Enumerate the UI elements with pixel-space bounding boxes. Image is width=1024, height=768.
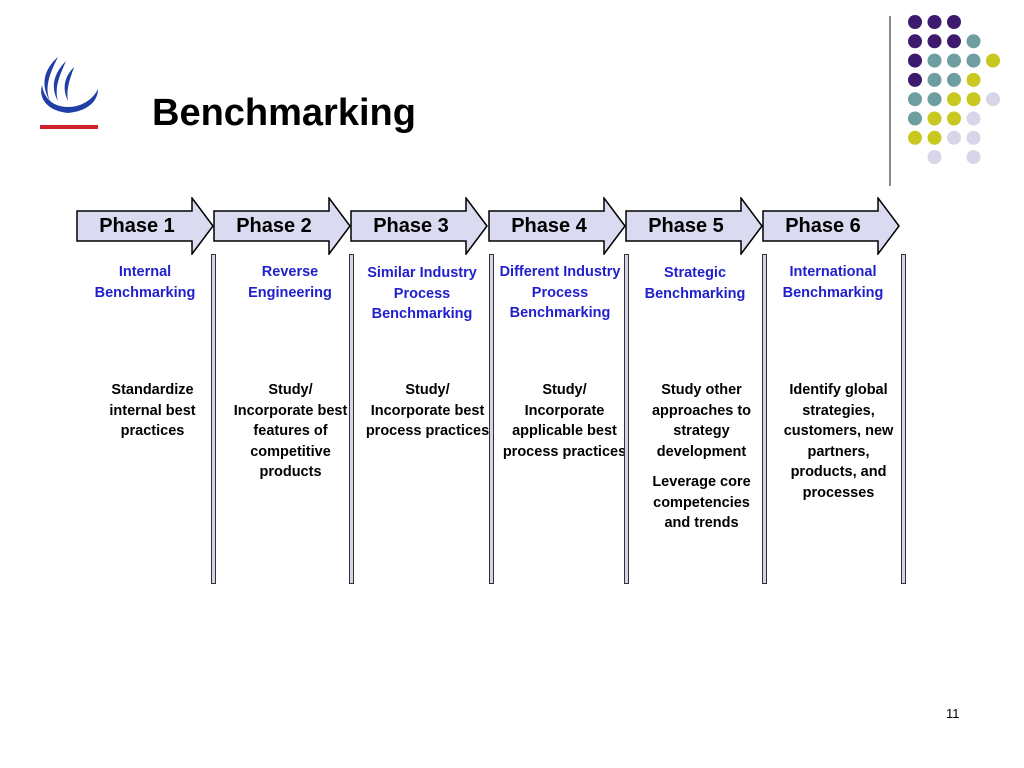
- decorative-dot: [947, 111, 961, 126]
- decorative-dot: [947, 130, 961, 145]
- phase-description: Identify global strategies, customers, n…: [776, 380, 901, 503]
- column-separator-bar: [901, 254, 906, 584]
- page-number: 11: [946, 706, 960, 721]
- phase-heading: Different Industry Process Benchmarking: [499, 264, 621, 321]
- phase-label: Phase 5: [648, 215, 724, 237]
- university-flame-logo-icon: [40, 57, 98, 129]
- decorative-dot: [927, 34, 942, 49]
- decorative-dot: [927, 15, 942, 29]
- phase-heading: Reverse Engineering: [248, 264, 332, 301]
- decorative-dot: [986, 53, 1000, 68]
- description-paragraph: Study/ Incorporate best features of comp…: [233, 382, 348, 480]
- decorative-dot: [966, 92, 981, 107]
- decorative-dot: [908, 15, 922, 29]
- phase-description: Study other approaches to strategy devel…: [639, 380, 764, 534]
- description-paragraph: Identify global strategies, customers, n…: [783, 382, 894, 501]
- decorative-dot: [927, 150, 942, 165]
- description-paragraph: Study/ Incorporate best process practice…: [365, 382, 490, 439]
- decorative-dot: [927, 72, 942, 87]
- description-paragraph: Study other approaches to strategy devel…: [651, 382, 752, 460]
- decorative-dot: [908, 130, 922, 145]
- decorative-dot-grid: [908, 15, 1000, 165]
- decorative-dot: [947, 53, 961, 68]
- decorative-dot: [927, 111, 942, 126]
- phase-arrow-6: Phase 6: [762, 197, 902, 255]
- decorative-dot: [908, 34, 922, 49]
- phase-arrow-2: Phase 2: [213, 197, 353, 255]
- phase-label: Phase 1: [99, 215, 175, 237]
- phase-description: Study/ Incorporate best process practice…: [365, 380, 490, 442]
- decorative-dot: [966, 150, 981, 165]
- description-paragraph: Study/ Incorporate applicable best proce…: [502, 382, 627, 460]
- column-separator-bar: [624, 254, 629, 584]
- arrow-shape-icon: [213, 197, 351, 255]
- decorative-dot: [947, 15, 961, 29]
- column-separator-bar: [489, 254, 494, 584]
- description-paragraph: Leverage core competencies and trends: [652, 474, 751, 531]
- description-paragraph: Standardize internal best practices: [109, 382, 196, 439]
- phase-description: Standardize internal best practices: [90, 380, 215, 442]
- column-separator-bar: [762, 254, 767, 584]
- column-separator-bar: [349, 254, 354, 584]
- phase-label: Phase 3: [373, 215, 449, 237]
- decorative-dot: [966, 111, 981, 126]
- decorative-dot: [966, 130, 981, 145]
- arrow-shape-icon: [350, 197, 488, 255]
- decorative-dot: [966, 72, 981, 87]
- phase-arrow-3: Phase 3: [350, 197, 490, 255]
- decorative-dot: [966, 53, 981, 68]
- phase-description: Study/ Incorporate applicable best proce…: [502, 380, 627, 462]
- decorative-dot: [908, 53, 922, 68]
- phase-label: Phase 2: [236, 215, 312, 237]
- phase-heading: Strategic Benchmarking: [644, 265, 746, 302]
- phase-arrow-4: Phase 4: [488, 197, 628, 255]
- decorative-dot: [908, 72, 922, 87]
- phase-arrow-5: Phase 5: [625, 197, 765, 255]
- phase-arrow-1: Phase 1: [76, 197, 216, 255]
- arrow-shape-icon: [76, 197, 214, 255]
- arrow-shape-icon: [488, 197, 626, 255]
- decorative-dot: [966, 34, 981, 49]
- decorative-divider-line: [889, 16, 891, 186]
- decorative-dot: [927, 92, 942, 107]
- phase-heading: Similar Industry Process Benchmarking: [367, 265, 477, 322]
- decorative-dot: [947, 92, 961, 107]
- decorative-dot: [986, 92, 1000, 107]
- phase-description: Study/ Incorporate best features of comp…: [228, 380, 353, 483]
- phase-label: Phase 6: [785, 215, 861, 237]
- phase-heading: Internal Benchmarking: [94, 264, 196, 301]
- arrow-shape-icon: [762, 197, 900, 255]
- slide-title: Benchmarking: [152, 92, 416, 134]
- decorative-dot: [927, 130, 942, 145]
- decorative-dot: [927, 53, 942, 68]
- column-separator-bar: [211, 254, 216, 584]
- decorative-dot: [908, 92, 922, 107]
- decorative-dot: [947, 72, 961, 87]
- decorative-dot: [908, 111, 922, 126]
- phase-heading: International Benchmarking: [782, 264, 884, 301]
- decorative-dot: [947, 34, 961, 49]
- arrow-shape-icon: [625, 197, 763, 255]
- phase-label: Phase 4: [511, 215, 587, 237]
